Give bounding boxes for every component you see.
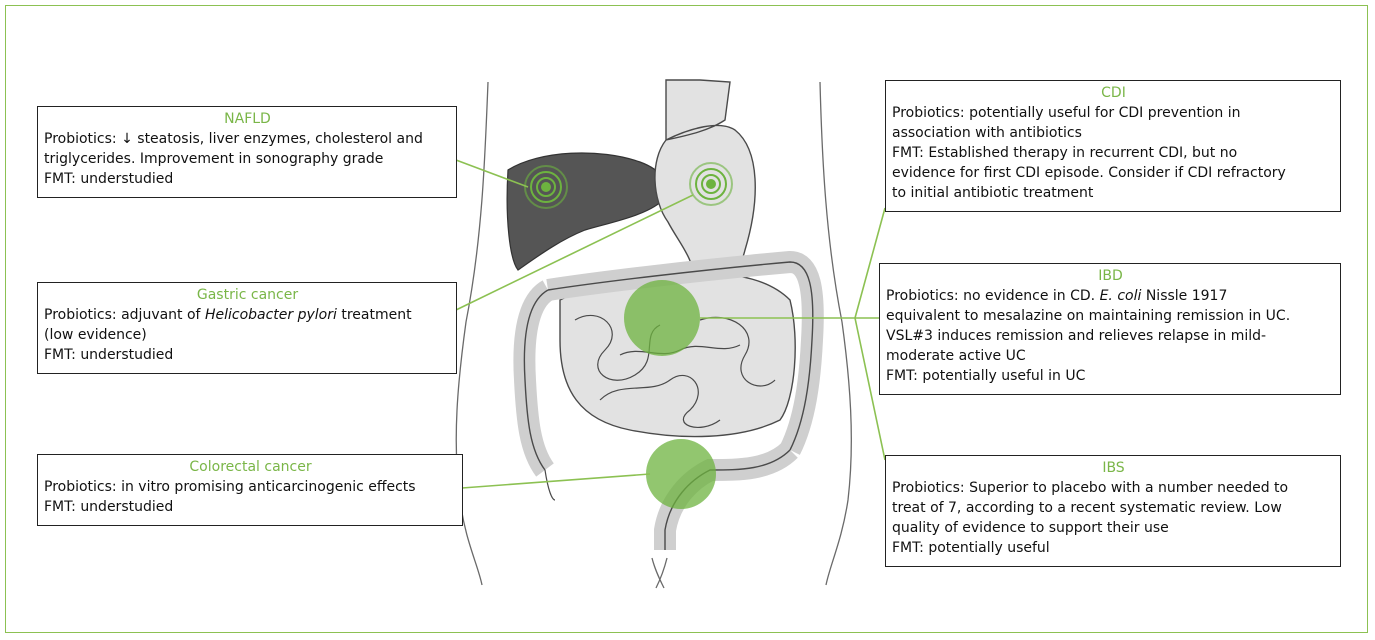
cdi-title: CDI bbox=[892, 83, 1335, 103]
colorectal-line-2: FMT: understudied bbox=[44, 497, 457, 517]
gastric-cancer-callout-box: Gastric cancer Probiotics: adjuvant of H… bbox=[37, 282, 457, 374]
cdi-line-4: evidence for first CDI episode. Consider… bbox=[892, 163, 1335, 183]
gastric-line-3: FMT: understudied bbox=[44, 345, 451, 365]
ibd-line-1: Probiotics: no evidence in CD. E. coli N… bbox=[886, 286, 1335, 306]
gastric-title: Gastric cancer bbox=[44, 285, 451, 305]
colorectal-title: Colorectal cancer bbox=[44, 457, 457, 477]
gastric-line-2: (low evidence) bbox=[44, 325, 451, 345]
colorectal-line-1: Probiotics: in vitro promising anticarci… bbox=[44, 477, 457, 497]
ibd-highlight-disc bbox=[624, 280, 700, 356]
ibd-line-2: equivalent to mesalazine on maintaining … bbox=[886, 306, 1335, 326]
nafld-line-2: triglycerides. Improvement in sonography… bbox=[44, 149, 451, 169]
colorectal-highlight-disc bbox=[646, 439, 716, 509]
ibs-line-4: FMT: potentially useful bbox=[892, 538, 1335, 558]
ibd-line-4: moderate active UC bbox=[886, 346, 1335, 366]
colorectal-cancer-callout-box: Colorectal cancer Probiotics: in vitro p… bbox=[37, 454, 463, 526]
ibs-title: IBS bbox=[892, 458, 1335, 478]
cdi-line-2: association with antibiotics bbox=[892, 123, 1335, 143]
ibd-line-3: VSL#3 induces remission and relieves rel… bbox=[886, 326, 1335, 346]
cdi-line-5: to initial antibiotic treatment bbox=[892, 183, 1335, 203]
nafld-line-1: Probiotics: ↓ steatosis, liver enzymes, … bbox=[44, 129, 451, 149]
nafld-title: NAFLD bbox=[44, 109, 451, 129]
ibs-callout-box: IBS Probiotics: Superior to placebo with… bbox=[885, 455, 1341, 567]
ibd-callout-box: IBD Probiotics: no evidence in CD. E. co… bbox=[879, 263, 1341, 395]
gastric-line-1: Probiotics: adjuvant of Helicobacter pyl… bbox=[44, 305, 451, 325]
stomach-target-icon bbox=[690, 163, 732, 205]
liver-organ bbox=[507, 153, 667, 270]
nafld-callout-box: NAFLD Probiotics: ↓ steatosis, liver enz… bbox=[37, 106, 457, 198]
cdi-line-3: FMT: Established therapy in recurrent CD… bbox=[892, 143, 1335, 163]
nafld-line-3: FMT: understudied bbox=[44, 169, 451, 189]
cdi-line-1: Probiotics: potentially useful for CDI p… bbox=[892, 103, 1335, 123]
ibd-title: IBD bbox=[886, 266, 1335, 286]
ibs-line-1: Probiotics: Superior to placebo with a n… bbox=[892, 478, 1335, 498]
cdi-callout-box: CDI Probiotics: potentially useful for C… bbox=[885, 80, 1341, 212]
ibs-line-2: treat of 7, according to a recent system… bbox=[892, 498, 1335, 518]
ibd-line-5: FMT: potentially useful in UC bbox=[886, 366, 1335, 386]
ibs-line-3: quality of evidence to support their use bbox=[892, 518, 1335, 538]
liver-target-icon bbox=[525, 166, 567, 208]
